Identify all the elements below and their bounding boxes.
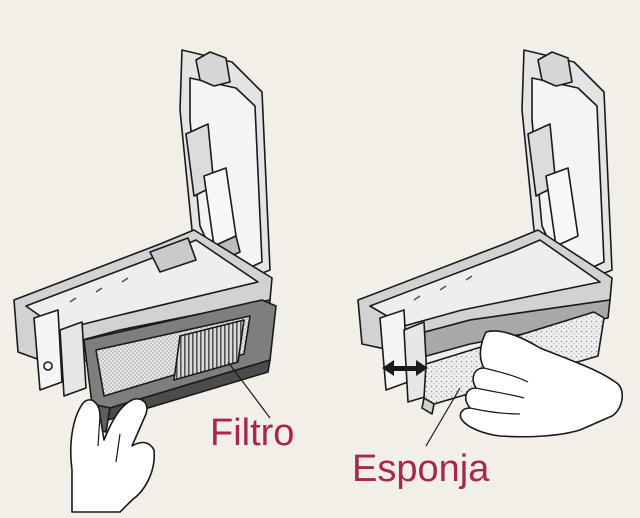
right-dust-bin-unit — [357, 49, 624, 447]
esponja-label: Esponja — [352, 448, 490, 490]
left-dust-bin-unit — [13, 49, 277, 513]
left-release-clip — [33, 309, 63, 391]
pull-direction-arrow — [382, 360, 428, 376]
esponja-leader-line — [425, 387, 461, 447]
filtro-leader-line — [227, 361, 271, 419]
right-hand — [459, 330, 624, 438]
left-hand — [69, 398, 156, 513]
right-release-clip — [379, 309, 409, 391]
left-filter-ribs — [173, 319, 245, 381]
filtro-label: Filtro — [210, 412, 295, 454]
